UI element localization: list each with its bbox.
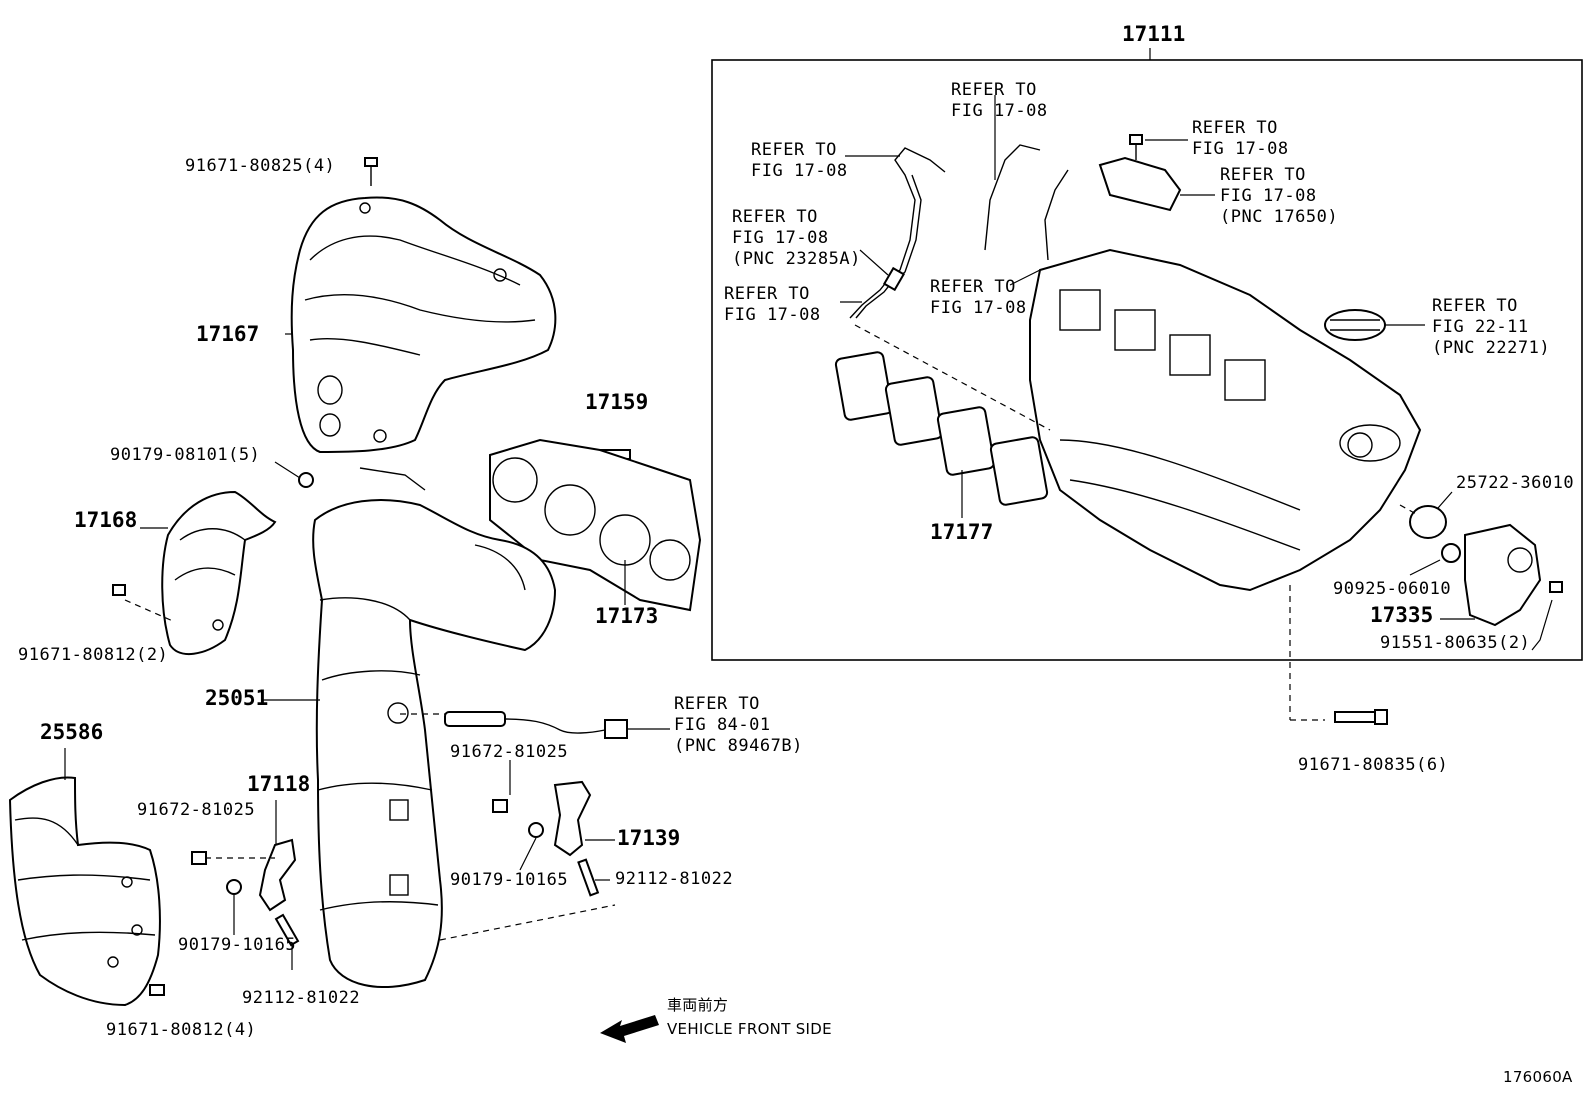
part-number-90925-06010: 90925-06010 xyxy=(1333,579,1452,599)
part-number-17159: 17159 xyxy=(585,390,649,414)
valve-17335 xyxy=(1464,523,1542,627)
intake-manifold xyxy=(1029,248,1422,592)
bolt-91671-80812-2 xyxy=(112,584,176,623)
vacuum-hoses xyxy=(849,144,1069,319)
exhaust-manifold-heat-insulator xyxy=(290,196,557,454)
bracket-17139 xyxy=(553,780,592,857)
o-ring-90925-06010 xyxy=(1441,543,1461,563)
intake-manifold-group-frame xyxy=(711,59,1583,661)
part-number-17139: 17139 xyxy=(617,826,681,850)
bolt-91551-80635 xyxy=(1549,581,1563,593)
part-number-91672-81025-left: 91672-81025 xyxy=(137,800,256,820)
part-number-91671-80825: 91671-80825(4) xyxy=(185,156,336,176)
part-number-90179-10165-left: 90179-10165 xyxy=(178,935,297,955)
vacuum-switching-valve-bracket xyxy=(1098,134,1182,212)
bolt-91672-81025-left xyxy=(191,851,207,865)
refer-note-pnc-22271: REFER TO FIG 22-11 (PNC 22271) xyxy=(1432,296,1551,358)
vehicle-front-label: VEHICLE FRONT SIDE xyxy=(667,1020,832,1038)
part-number-17335: 17335 xyxy=(1370,603,1434,627)
bolt-91671-80835 xyxy=(1334,709,1388,725)
part-number-92112-81022-left: 92112-81022 xyxy=(242,988,361,1008)
part-number-25722-36010: 25722-36010 xyxy=(1456,473,1575,493)
part-number-17177: 17177 xyxy=(930,520,994,544)
bolt-91672-81025-right xyxy=(492,799,508,813)
part-number-17167: 17167 xyxy=(196,322,260,346)
part-number-17118: 17118 xyxy=(247,772,311,796)
bolt-91671-80812-4 xyxy=(149,984,165,996)
part-number-92112-81022-right: 92112-81022 xyxy=(615,869,734,889)
refer-note-hose-upper: REFER TO FIG 17-08 xyxy=(751,140,848,181)
part-number-17173: 17173 xyxy=(595,604,659,628)
part-number-91671-80835: 91671-80835(6) xyxy=(1298,755,1449,775)
part-number-90179-08101: 90179-08101(5) xyxy=(110,445,261,465)
bracket-17118 xyxy=(258,838,297,912)
part-number-25586: 25586 xyxy=(40,720,104,744)
refer-note-hose-top: REFER TO FIG 17-08 xyxy=(951,80,1048,121)
exhaust-manifold-converter xyxy=(312,467,557,988)
vehicle-front-label-japanese: 車両前方 xyxy=(667,996,729,1014)
vehicle-front-arrow-icon xyxy=(600,1015,659,1043)
part-number-17111: 17111 xyxy=(1122,22,1186,46)
intake-manifold-gaskets xyxy=(834,351,1049,506)
refer-note-hose-middle: REFER TO FIG 17-08 xyxy=(930,277,1027,318)
refer-note-pnc-89467b: REFER TO FIG 84-01 (PNC 89467B) xyxy=(674,694,803,756)
stud-92112-81022-right xyxy=(577,858,600,897)
part-number-91672-81025-right: 91672-81025 xyxy=(450,742,569,762)
refer-note-hose-lower: REFER TO FIG 17-08 xyxy=(724,284,821,325)
refer-note-bolt: REFER TO FIG 17-08 xyxy=(1192,118,1289,159)
part-number-91671-80812-2: 91671-80812(2) xyxy=(18,645,169,665)
nut-90179-10165-left xyxy=(226,879,242,895)
part-number-25051: 25051 xyxy=(205,686,269,710)
part-number-17168: 17168 xyxy=(74,508,138,532)
figure-id: 176060A xyxy=(1503,1068,1573,1086)
nut-90179-10165-right xyxy=(528,822,544,838)
refer-note-pnc-23285a: REFER TO FIG 17-08 (PNC 23285A) xyxy=(732,207,861,269)
gasket-25722-36010 xyxy=(1409,505,1447,539)
heat-insulator-17168 xyxy=(161,490,277,656)
heat-insulator-25586 xyxy=(8,776,161,1007)
part-number-91551-80635: 91551-80635(2) xyxy=(1380,633,1531,653)
refer-note-pnc-17650: REFER TO FIG 17-08 (PNC 17650) xyxy=(1220,165,1339,227)
bolt-91671-80825 xyxy=(364,157,378,186)
oxygen-sensor xyxy=(400,711,628,739)
part-number-90179-10165-right: 90179-10165 xyxy=(450,870,569,890)
part-number-91671-80812-4: 91671-80812(4) xyxy=(106,1020,257,1040)
stud-92112-81022-left xyxy=(274,913,300,947)
nut-90179-08101 xyxy=(298,472,314,488)
filter-22271 xyxy=(1324,309,1386,341)
